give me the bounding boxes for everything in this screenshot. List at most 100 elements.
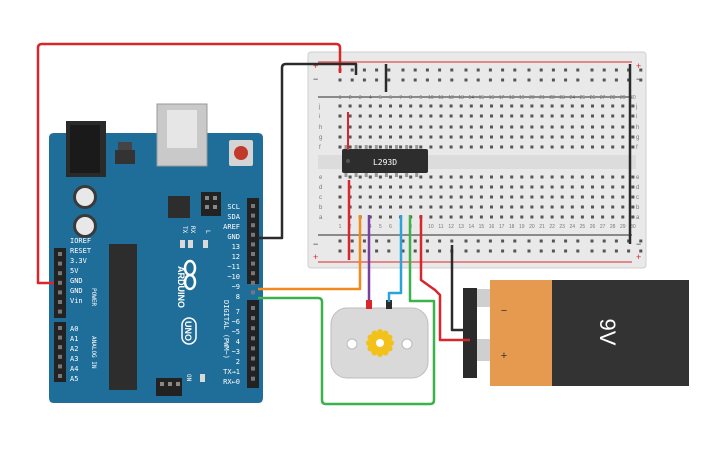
rail-hole[interactable] (539, 239, 543, 243)
header-pin[interactable] (58, 335, 62, 340)
breadboard-hole[interactable] (389, 215, 392, 219)
breadboard-hole[interactable] (399, 195, 403, 199)
breadboard-hole[interactable] (479, 175, 483, 179)
breadboard-hole[interactable] (510, 104, 514, 108)
breadboard-hole[interactable] (358, 145, 362, 149)
breadboard-hole[interactable] (479, 215, 483, 219)
breadboard-hole[interactable] (631, 145, 635, 149)
breadboard-hole[interactable] (530, 215, 534, 219)
breadboard-hole[interactable] (368, 114, 372, 118)
breadboard-hole[interactable] (490, 114, 493, 118)
rail-hole[interactable] (627, 78, 631, 82)
rail-hole[interactable] (375, 239, 379, 243)
breadboard-hole[interactable] (368, 205, 372, 209)
breadboard-hole[interactable] (540, 114, 544, 118)
breadboard-hole[interactable] (419, 145, 423, 149)
rail-hole[interactable] (438, 68, 442, 72)
rail-hole[interactable] (425, 249, 429, 253)
header-pin[interactable] (251, 290, 255, 295)
breadboard-hole[interactable] (601, 104, 605, 108)
breadboard-hole[interactable] (631, 195, 635, 199)
breadboard-hole[interactable] (439, 104, 443, 108)
breadboard-hole[interactable] (530, 135, 534, 139)
breadboard-hole[interactable] (469, 175, 473, 179)
breadboard-hole[interactable] (601, 195, 605, 199)
breadboard-hole[interactable] (611, 215, 615, 219)
breadboard-hole[interactable] (429, 145, 433, 149)
breadboard-hole[interactable] (540, 135, 544, 139)
breadboard-hole[interactable] (591, 125, 594, 129)
rail-hole[interactable] (401, 239, 405, 243)
breadboard-hole[interactable] (419, 104, 423, 108)
header-pin[interactable] (251, 316, 255, 321)
breadboard-hole[interactable] (500, 135, 504, 139)
rail-hole[interactable] (425, 68, 429, 72)
rail-hole[interactable] (551, 78, 555, 82)
header-pin[interactable] (251, 252, 255, 256)
breadboard-hole[interactable] (479, 104, 483, 108)
breadboard-hole[interactable] (429, 205, 433, 209)
breadboard-hole[interactable] (338, 114, 342, 118)
breadboard-hole[interactable] (449, 205, 453, 209)
breadboard-hole[interactable] (510, 135, 514, 139)
breadboard-hole[interactable] (621, 215, 625, 219)
l293d-chip[interactable]: L293D (342, 145, 428, 177)
breadboard-hole[interactable] (510, 185, 514, 189)
header-pin[interactable] (251, 261, 255, 266)
breadboard-hole[interactable] (479, 114, 483, 118)
rail-hole[interactable] (614, 249, 618, 253)
rail-hole[interactable] (513, 249, 517, 253)
breadboard-hole[interactable] (570, 175, 574, 179)
breadboard-hole[interactable] (530, 145, 534, 149)
breadboard-hole[interactable] (510, 205, 514, 209)
breadboard-hole[interactable] (469, 114, 473, 118)
rail-hole[interactable] (413, 68, 417, 72)
breadboard-hole[interactable] (459, 185, 463, 189)
breadboard-hole[interactable] (439, 135, 443, 139)
breadboard-hole[interactable] (358, 205, 362, 209)
rail-hole[interactable] (627, 249, 631, 253)
breadboard-hole[interactable] (560, 145, 564, 149)
rail-hole[interactable] (590, 78, 594, 82)
breadboard-hole[interactable] (611, 205, 615, 209)
breadboard-hole[interactable] (550, 215, 554, 219)
breadboard-hole[interactable] (550, 195, 554, 199)
rail-hole[interactable] (464, 249, 468, 253)
rail-hole[interactable] (639, 249, 643, 253)
rail-hole[interactable] (627, 239, 631, 243)
breadboard-hole[interactable] (611, 185, 615, 189)
breadboard-hole[interactable] (530, 185, 534, 189)
breadboard-hole[interactable] (580, 104, 584, 108)
rail-hole[interactable] (576, 78, 580, 82)
breadboard-hole[interactable] (338, 175, 342, 179)
breadboard-hole[interactable] (358, 135, 362, 139)
breadboard-hole[interactable] (490, 185, 493, 189)
breadboard-hole[interactable] (550, 104, 554, 108)
breadboard-hole[interactable] (621, 135, 625, 139)
breadboard-hole[interactable] (560, 104, 564, 108)
rail-hole[interactable] (602, 239, 606, 243)
rail-hole[interactable] (375, 249, 379, 253)
battery-9v[interactable]: − + 9V (463, 280, 689, 386)
breadboard-hole[interactable] (580, 114, 584, 118)
breadboard-hole[interactable] (338, 145, 342, 149)
rail-hole[interactable] (350, 239, 354, 243)
breadboard-hole[interactable] (469, 104, 473, 108)
breadboard-hole[interactable] (621, 125, 625, 129)
rail-hole[interactable] (413, 78, 417, 82)
breadboard-hole[interactable] (368, 125, 372, 129)
breadboard-hole[interactable] (530, 104, 534, 108)
breadboard-hole[interactable] (520, 175, 524, 179)
rail-hole[interactable] (501, 239, 505, 243)
breadboard-hole[interactable] (348, 145, 352, 149)
rail-hole[interactable] (488, 68, 492, 72)
breadboard-hole[interactable] (550, 145, 554, 149)
breadboard-hole[interactable] (378, 125, 382, 129)
breadboard-hole[interactable] (419, 195, 423, 199)
breadboard-hole[interactable] (500, 125, 504, 129)
breadboard-hole[interactable] (510, 114, 514, 118)
header-pin[interactable] (58, 271, 62, 276)
breadboard-hole[interactable] (631, 104, 635, 108)
breadboard-hole[interactable] (399, 135, 403, 139)
rail-hole[interactable] (639, 239, 643, 243)
